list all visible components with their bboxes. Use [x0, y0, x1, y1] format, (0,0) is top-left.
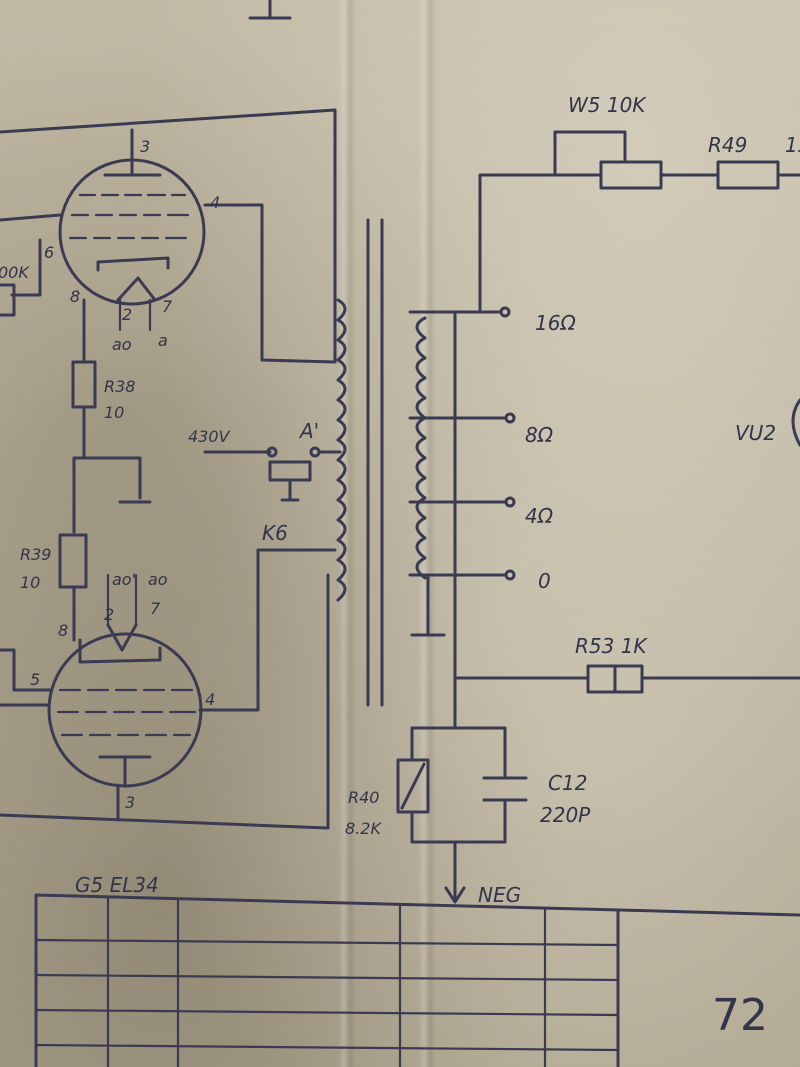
- pin-4-top: 4: [210, 193, 220, 212]
- wire-ground-to-r39: [72, 456, 86, 534]
- label-r39: R39: [20, 545, 51, 564]
- label-a-bottom: ao: [148, 570, 168, 589]
- transformer-core: [366, 218, 384, 707]
- switch-k6-stem: [280, 478, 300, 502]
- terminal-8ohm: [504, 412, 516, 424]
- label-block-number: 72: [712, 990, 768, 1041]
- label-r53: R53 1K: [575, 634, 648, 658]
- title-block-columns: [106, 896, 547, 1067]
- terminal-4ohm: [504, 496, 516, 508]
- resistor-r38: [71, 360, 97, 409]
- pin-3-top: 3: [140, 137, 150, 156]
- label-r38: R38: [104, 377, 135, 396]
- wire-16ohm-to-ws: [408, 130, 627, 314]
- label-k6: K6: [262, 521, 288, 545]
- title-block-border: [34, 893, 800, 1067]
- resistor-r40-slash: [400, 762, 426, 810]
- label-tube-type: G5 EL34: [75, 873, 159, 897]
- wire-top-plate-bus: [0, 108, 337, 364]
- pin-2-top: 2: [122, 305, 132, 324]
- label-r38-value: 10: [104, 403, 124, 422]
- label-r49: R49: [708, 133, 747, 157]
- label-r40: R40: [348, 788, 379, 807]
- label-ws: W5 10K: [568, 93, 647, 117]
- wire-screen-top: [10, 238, 42, 297]
- transformer-primary: [336, 298, 347, 602]
- wire-plate-bottom-to-transformer: [198, 548, 337, 712]
- switch-k6-body: [268, 460, 312, 482]
- label-4ohm: 4Ω: [525, 504, 554, 528]
- fold-crease-2: [418, 0, 436, 1067]
- label-c12: C12: [548, 771, 587, 795]
- heater-leads-bottom: [106, 573, 138, 627]
- tube-bottom-heater: [106, 623, 138, 652]
- ground-top: [248, 0, 292, 20]
- tube-top-heater: [116, 276, 157, 302]
- vu-meter-arc: [791, 398, 800, 447]
- wire-neg-arrow: [444, 840, 466, 904]
- label-neg: NEG: [478, 883, 521, 907]
- pot-w5: [599, 160, 663, 190]
- label-c12-value: 220P: [540, 803, 591, 827]
- title-block-rows: [34, 938, 620, 1052]
- label-8ohm: 8Ω: [525, 423, 554, 447]
- pin-7-bottom: 7: [150, 599, 161, 618]
- ground-secondary: [410, 573, 446, 637]
- label-0ohm: 0: [538, 569, 551, 593]
- capacitor-c12: [482, 776, 528, 802]
- wire-rc-top: [410, 726, 507, 780]
- transformer-secondary: [415, 316, 427, 580]
- tube-top-cathode: [96, 256, 170, 272]
- tube-bottom-cathode: [78, 638, 162, 664]
- heater-leads-top: [118, 298, 152, 332]
- label-ao-bottom: ao': [112, 570, 136, 589]
- output-transformer: [336, 218, 427, 707]
- resistor-r49: [716, 160, 780, 190]
- tube-top: [58, 128, 206, 306]
- label-r40-value: 8.2K: [345, 819, 382, 838]
- label-100k: 00K: [0, 263, 30, 282]
- wire-grid-input-bottom: [0, 648, 52, 692]
- resistor-r39: [58, 533, 88, 589]
- wire-rc-bottom: [410, 798, 507, 844]
- label-ao-top: ao: [112, 335, 132, 354]
- wire-bottom-plate-bus: [0, 573, 330, 830]
- wire-r38-to-ground: [82, 405, 152, 504]
- wire-grid-input-top: [0, 213, 62, 222]
- label-vu: VU2: [735, 421, 776, 445]
- pin-5-bottom: 5: [30, 670, 40, 689]
- pin-3-bottom: 3: [125, 793, 135, 812]
- pin-7-top: 7: [162, 297, 173, 316]
- label-r39-value: 10: [20, 573, 40, 592]
- resistor-100k: [0, 283, 16, 317]
- pin-6-top: 6: [44, 243, 54, 262]
- label-a-prime: A': [298, 419, 319, 443]
- pin-8-bottom: 8: [58, 621, 68, 640]
- label-430v: 430V: [188, 427, 231, 446]
- tube-bottom: [47, 623, 203, 788]
- pin-2-bottom: 2: [104, 605, 114, 624]
- label-a-top: a: [158, 331, 168, 350]
- terminal-0ohm: [504, 569, 516, 581]
- label-r49-value: 15: [785, 133, 800, 157]
- fold-crease: [338, 0, 356, 1067]
- terminal-430v: [266, 446, 278, 458]
- wire-plate-top-to-transformer: [203, 203, 337, 364]
- pin-4-bottom: 4: [205, 690, 215, 709]
- pin-8-top: 8: [70, 287, 80, 306]
- label-16ohm: 16Ω: [535, 311, 576, 335]
